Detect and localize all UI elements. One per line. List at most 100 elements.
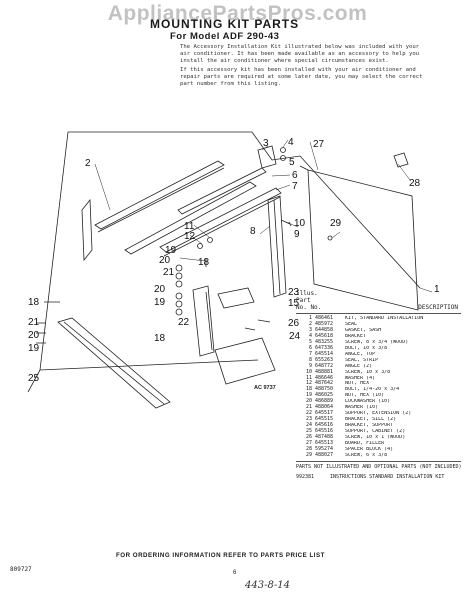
part-number: 645516: [315, 428, 334, 435]
part-description: BRACKET: [345, 333, 367, 339]
illus-number: 23: [305, 416, 312, 423]
header-illus: Illus. Part: [296, 290, 318, 304]
part-number: 488881: [315, 368, 334, 375]
illus-number: 18: [305, 386, 312, 393]
handwritten-note: 443-8-14: [245, 580, 290, 591]
part-number: 595274: [315, 445, 334, 452]
callout-7: 7: [292, 181, 298, 192]
filler-board: [307, 169, 419, 311]
part-number: 645517: [315, 410, 334, 417]
part-number: 645514: [315, 350, 334, 357]
callout-25: 25: [28, 373, 40, 384]
callout-20-mid: 20: [154, 284, 166, 295]
part-description: SEAL, STRIP: [345, 357, 379, 363]
callout-3: 3: [263, 138, 269, 149]
bracket-top: [257, 145, 277, 169]
part-description: NUT, HEX: [345, 381, 370, 387]
part-description: SUPPORT, CABINET (2): [345, 429, 406, 435]
illus-number: 26: [305, 434, 312, 441]
part-description: WASHER (10): [345, 405, 379, 411]
illus-number: 24: [305, 422, 312, 429]
part-number: 648772: [315, 362, 334, 369]
part-description: GASKET, SASH: [345, 327, 382, 333]
callout-29: 29: [330, 218, 342, 229]
part-description: SCREW, 10 x 1 (WOOD): [345, 435, 406, 441]
callout-15: 15: [288, 298, 300, 309]
intro-paragraph-2: If this accessory kit has been installed…: [180, 67, 423, 87]
parts-note-row: 992381 INSTRUCTIONS STANDARD INSTALLATIO…: [296, 474, 466, 480]
part-description: SCREW, 6 x 3/8: [345, 452, 388, 458]
callout-6: 6: [292, 170, 298, 181]
header-description: DESCRIPTION: [418, 304, 458, 311]
illus-number: 20: [305, 398, 312, 405]
part-number: 645616: [315, 422, 334, 429]
screw-5a: [280, 147, 286, 153]
callout-11: 11: [184, 221, 195, 232]
callout-19-left: 19: [28, 343, 40, 354]
part-number: 487488: [315, 434, 334, 441]
illus-number: 12: [305, 380, 312, 387]
part-number: 486461: [315, 315, 334, 321]
kit-outline: [27, 131, 421, 393]
illus-number: 7: [308, 350, 312, 357]
callout-1: 1: [434, 284, 440, 295]
screw-10: [280, 219, 292, 227]
seal-strips: [81, 160, 282, 262]
part-description: ANGLE, TOP: [345, 351, 376, 357]
support-bracket: [214, 337, 276, 385]
part-description: NUT, HEX (10): [345, 393, 385, 399]
callout-28: 28: [409, 178, 421, 189]
callout-18-top: 18: [198, 257, 210, 268]
page-subtitle: For Model ADF 290-43: [170, 31, 280, 42]
parts-note: PARTS NOT ILLUSTRATED AND OPTIONAL PARTS…: [296, 463, 462, 470]
callout-26: 26: [288, 318, 300, 329]
callout-12: 12: [184, 231, 196, 242]
callout-22: 22: [178, 317, 190, 328]
cabinet-support: [57, 317, 171, 409]
callout-21-top: 21: [163, 267, 175, 278]
callout-18-left: 18: [28, 297, 40, 308]
watermark-text: AppliancePartsPros.com: [107, 2, 368, 25]
screw-26: [244, 319, 271, 331]
illus-number: 19: [305, 392, 312, 399]
callout-4: 4: [288, 137, 294, 148]
part-number: 487642: [315, 380, 334, 387]
illus-number: 2: [308, 320, 312, 327]
part-description: BOLT, 1/4-20 x 3/4: [345, 387, 400, 393]
angle-vertical: [267, 195, 287, 298]
part-number: 645515: [315, 416, 334, 423]
part-number: 486025: [315, 392, 334, 399]
illus-number: 21: [305, 404, 312, 411]
spacer-block: [393, 152, 409, 168]
illus-number: 3: [308, 326, 312, 333]
ordering-info: FOR ORDERING INFORMATION REFER TO PARTS …: [116, 552, 325, 559]
callout-24: 24: [289, 331, 301, 342]
callout-20-left: 20: [28, 330, 40, 341]
part-number: 488027: [315, 451, 334, 458]
part-number: 645513: [315, 440, 334, 447]
illus-number: 25: [305, 428, 312, 435]
hardware-stack-upper: [175, 264, 183, 288]
callout-19-mid: 19: [154, 297, 166, 308]
part-description: SCREW, 8 x 3/4 (WOOD): [345, 339, 409, 345]
sill-bracket: [217, 287, 255, 309]
part-number: 488064: [315, 404, 334, 411]
part-description: BOARD, FILLER: [345, 441, 385, 447]
screw-5b: [280, 155, 286, 161]
part-description: SUPPORT, EXTENSION (2): [345, 411, 412, 417]
illus-number: 1: [308, 315, 312, 321]
callout-19-top: 19: [165, 245, 177, 256]
illus-number: 8: [308, 356, 312, 363]
illus-number: 27: [305, 440, 312, 447]
